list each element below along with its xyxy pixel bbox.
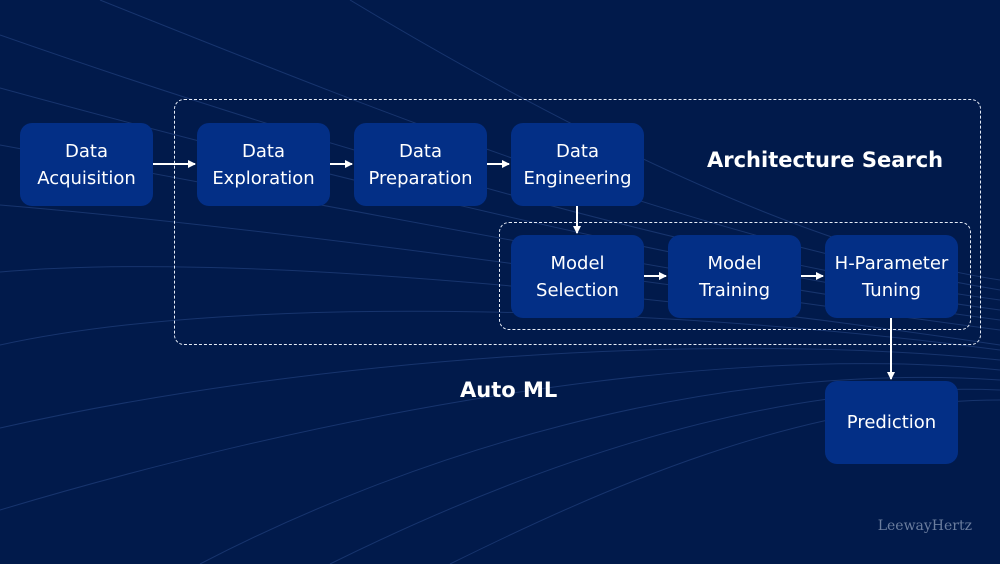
architecture-search-group-border <box>499 222 971 330</box>
auto-ml-group-border <box>174 99 981 345</box>
auto-ml-label: Auto ML <box>460 378 558 402</box>
node-hparameter-tuning: H-Parameter Tuning <box>825 235 958 318</box>
architecture-search-label: Architecture Search <box>707 148 944 172</box>
watermark-logo: LeewayHertz <box>877 518 972 534</box>
node-data-acquisition: Data Acquisition <box>20 123 153 206</box>
node-model-training: Model Training <box>668 235 801 318</box>
node-model-selection: Model Selection <box>511 235 644 318</box>
node-data-engineering: Data Engineering <box>511 123 644 206</box>
node-data-exploration: Data Exploration <box>197 123 330 206</box>
node-data-preparation: Data Preparation <box>354 123 487 206</box>
node-prediction: Prediction <box>825 381 958 464</box>
